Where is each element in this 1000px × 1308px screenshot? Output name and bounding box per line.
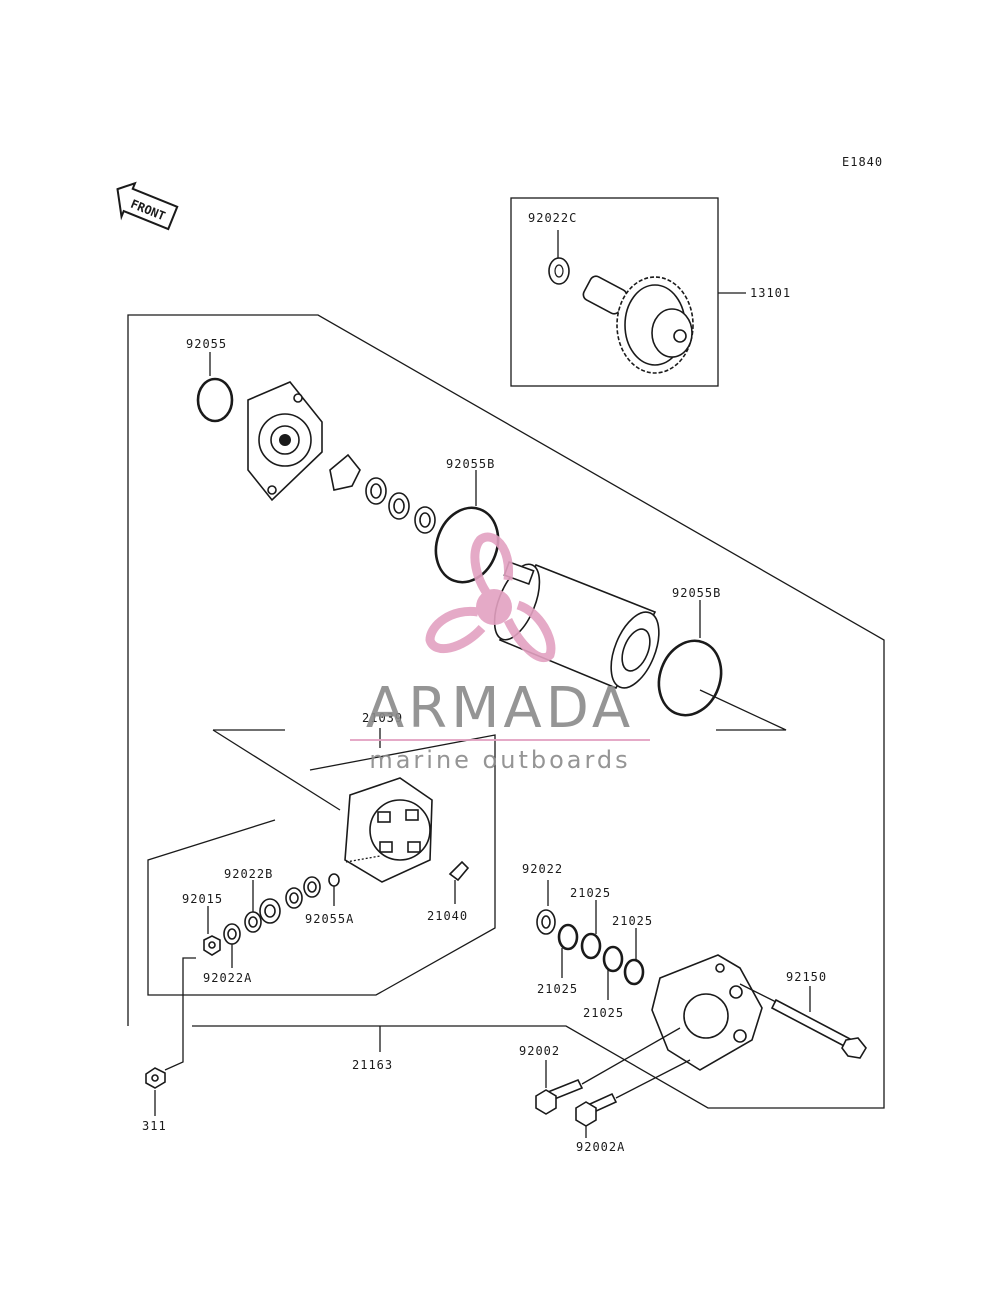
pinion-gear-assembly — [582, 275, 694, 374]
front-arrow-icon: FRONT — [116, 181, 179, 231]
label-21025-3: 21025 — [537, 982, 578, 996]
inset-box-13101 — [510, 197, 746, 387]
bolt-92002 — [535, 1078, 584, 1115]
subassembly-outline-21039 — [147, 734, 496, 996]
label-92002A: 92002A — [576, 1140, 625, 1154]
o-ring-92055B-front — [434, 506, 500, 584]
label-21040: 21040 — [427, 909, 468, 923]
label-92055B-2: 92055B — [672, 586, 721, 600]
label-21025-1: 21025 — [570, 886, 611, 900]
diagram-code: E1840 — [842, 155, 883, 169]
label-92022B: 92022B — [224, 867, 273, 881]
label-13101: 13101 — [750, 286, 791, 300]
label-21039: 21039 — [362, 711, 403, 725]
label-21025-4: 21025 — [583, 1006, 624, 1020]
washer-21025-d — [623, 958, 645, 986]
assembly-outline-21163 — [127, 314, 885, 1109]
washer-21025-c — [602, 945, 624, 973]
washer-21025-b — [580, 932, 602, 960]
rear-cover — [651, 954, 763, 1071]
clip-21040 — [448, 860, 470, 882]
o-ring-92055 — [196, 377, 234, 423]
label-92022C: 92022C — [528, 211, 577, 225]
watermark: ARMADA marine outboards — [350, 532, 650, 774]
brush-holder — [344, 777, 433, 883]
propeller-hub-icon — [476, 589, 512, 625]
front-cover — [247, 381, 323, 502]
label-92055: 92055 — [186, 337, 227, 351]
label-92055A: 92055A — [305, 912, 354, 926]
label-92002: 92002 — [519, 1044, 560, 1058]
brush-plate-clip — [329, 453, 361, 491]
through-bolt-92150 — [770, 998, 867, 1059]
label-92150: 92150 — [786, 970, 827, 984]
label-311: 311 — [142, 1119, 167, 1133]
bolt-92002A — [575, 1092, 618, 1127]
label-21163: 21163 — [352, 1058, 393, 1072]
label-92015: 92015 — [182, 892, 223, 906]
label-92022: 92022 — [522, 862, 563, 876]
o-ring-92055B-rear — [657, 639, 723, 717]
o-ring-92055A — [328, 873, 340, 887]
label-21025-2: 21025 — [612, 914, 653, 928]
propeller-logo-icon — [425, 532, 556, 662]
label-92022A: 92022A — [203, 971, 252, 985]
washer-21025-a — [557, 923, 579, 951]
label-92055B-1: 92055B — [446, 457, 495, 471]
watermark-tagline: marine outboards — [369, 746, 630, 774]
watermark-brand: ARMADA — [366, 676, 634, 741]
